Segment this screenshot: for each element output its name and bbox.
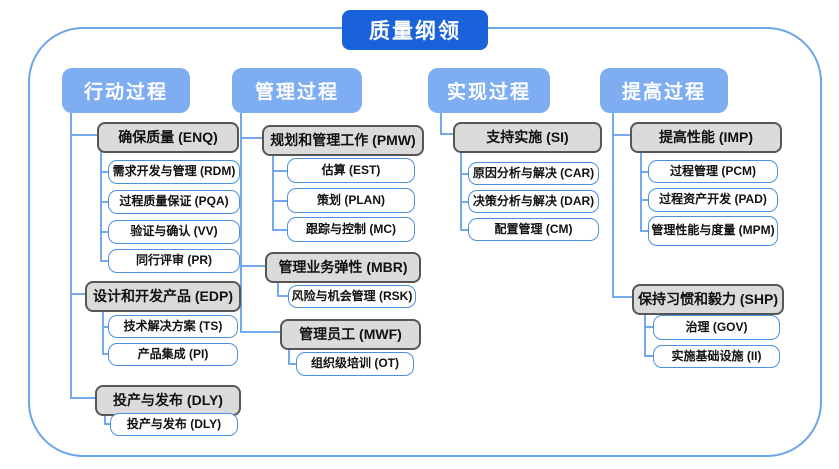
connector-line <box>440 113 442 135</box>
connector-line <box>70 293 85 295</box>
header-action-process: 行动过程 <box>62 68 190 113</box>
connector-line <box>100 201 108 203</box>
connector-line <box>640 171 648 173</box>
node-ot: 组织级培训 (OT) <box>296 352 414 376</box>
node-gov: 治理 (GOV) <box>653 315 780 340</box>
connector-line <box>640 230 648 232</box>
node-cm: 配置管理 (CM) <box>468 218 599 241</box>
connector-line <box>612 134 630 136</box>
node-est: 估算 (EST) <box>287 158 415 183</box>
node-dly-child: 投产与发布 (DLY) <box>110 413 238 436</box>
node-edp: 设计和开发产品 (EDP) <box>85 281 241 312</box>
node-dly: 投产与发布 (DLY) <box>95 385 241 416</box>
node-pad: 过程资产开发 (PAD) <box>648 188 778 212</box>
node-enq: 确保质量 (ENQ) <box>97 122 239 153</box>
node-pqa: 过程质量保证 (PQA) <box>108 190 240 214</box>
node-ii: 实施基础设施 (II) <box>653 345 780 368</box>
node-pi: 产品集成 (PI) <box>108 343 238 366</box>
connector-line <box>612 296 632 298</box>
connector-line <box>104 412 106 425</box>
connector-line <box>288 363 296 365</box>
connector-line <box>272 170 287 172</box>
connector-line <box>272 152 274 230</box>
connector-line <box>100 149 102 262</box>
connector-line <box>100 171 108 173</box>
connector-line <box>288 346 290 365</box>
connector-line <box>70 113 72 399</box>
node-vv: 验证与确认 (VV) <box>108 220 240 244</box>
header-management-process: 管理过程 <box>232 68 362 113</box>
node-mc: 跟踪与控制 (MC) <box>287 217 415 242</box>
connector-line <box>100 231 108 233</box>
connector-line <box>460 229 468 231</box>
diagram-title: 质量纲领 <box>342 10 488 50</box>
node-ts: 技术解决方案 (TS) <box>108 315 238 338</box>
node-rsk: 风险与机会管理 (RSK) <box>288 285 416 308</box>
node-car: 原因分析与解决 (CAR) <box>468 162 599 185</box>
connector-line <box>460 201 468 203</box>
node-plan: 策划 (PLAN) <box>287 188 415 213</box>
connector-line <box>440 133 453 135</box>
connector-line <box>272 200 287 202</box>
node-mbr: 管理业务弹性 (MBR) <box>265 252 421 283</box>
header-improvement-process: 提高过程 <box>600 68 728 113</box>
node-imp: 提高性能 (IMP) <box>630 122 782 153</box>
connector-line <box>612 113 614 298</box>
connector-line <box>240 265 265 267</box>
connector-line <box>277 295 288 297</box>
connector-line <box>102 308 104 355</box>
node-rdm: 需求开发与管理 (RDM) <box>108 160 240 184</box>
node-pr: 同行评审 (PR) <box>108 249 240 273</box>
node-pcm: 过程管理 (PCM) <box>648 160 778 183</box>
connector-line <box>644 326 653 328</box>
connector-line <box>240 331 280 333</box>
connector-line <box>460 173 468 175</box>
connector-line <box>272 229 287 231</box>
connector-line <box>102 353 108 355</box>
node-si: 支持实施 (SI) <box>453 122 602 153</box>
connector-line <box>70 134 97 136</box>
connector-line <box>240 137 262 139</box>
connector-line <box>644 355 653 357</box>
connector-line <box>70 397 95 399</box>
connector-line <box>104 423 110 425</box>
node-mwf: 管理员工 (MWF) <box>280 319 421 350</box>
node-dar: 决策分析与解决 (DAR) <box>468 190 599 213</box>
connector-line <box>640 149 642 232</box>
connector-line <box>240 113 242 333</box>
connector-line <box>644 311 646 357</box>
header-realization-process: 实现过程 <box>428 68 550 113</box>
connector-line <box>100 260 108 262</box>
connector-line <box>640 199 648 201</box>
node-mpm: 管理性能与度量 (MPM) <box>648 216 778 246</box>
node-pmw: 规划和管理工作 (PMW) <box>262 125 424 156</box>
connector-line <box>102 326 108 328</box>
connector-line <box>277 279 279 297</box>
node-shp: 保持习惯和毅力 (SHP) <box>632 284 784 315</box>
connector-line <box>460 149 462 230</box>
